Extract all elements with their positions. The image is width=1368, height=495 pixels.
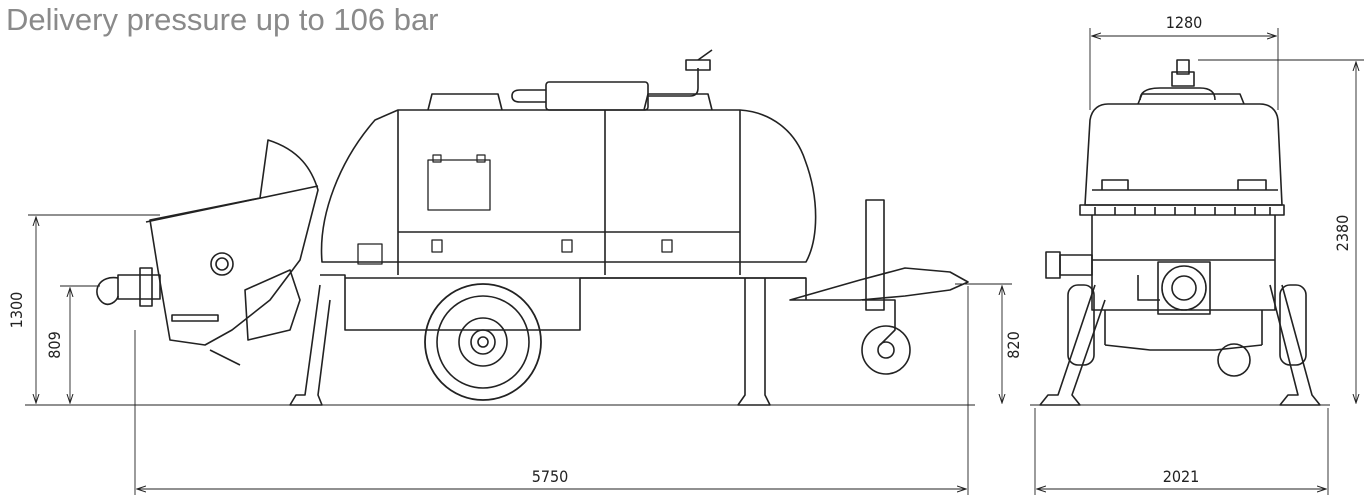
- dim-front-width-bottom: 2021: [1163, 467, 1200, 486]
- dim-front-width-top: 1280: [1166, 13, 1203, 32]
- dim-front-height: 2380: [1333, 215, 1352, 252]
- dimension-lines: [25, 28, 1364, 495]
- dim-side-coupling-height: 809: [45, 331, 64, 358]
- dim-side-drawbar-height: 820: [1004, 331, 1023, 358]
- side-view-pump: [96, 49, 969, 406]
- page-title: Delivery pressure up to 106 bar: [6, 2, 439, 37]
- dim-side-height: 1300: [7, 292, 26, 329]
- dim-side-length: 5750: [532, 467, 569, 486]
- front-view-pump: [1039, 59, 1321, 406]
